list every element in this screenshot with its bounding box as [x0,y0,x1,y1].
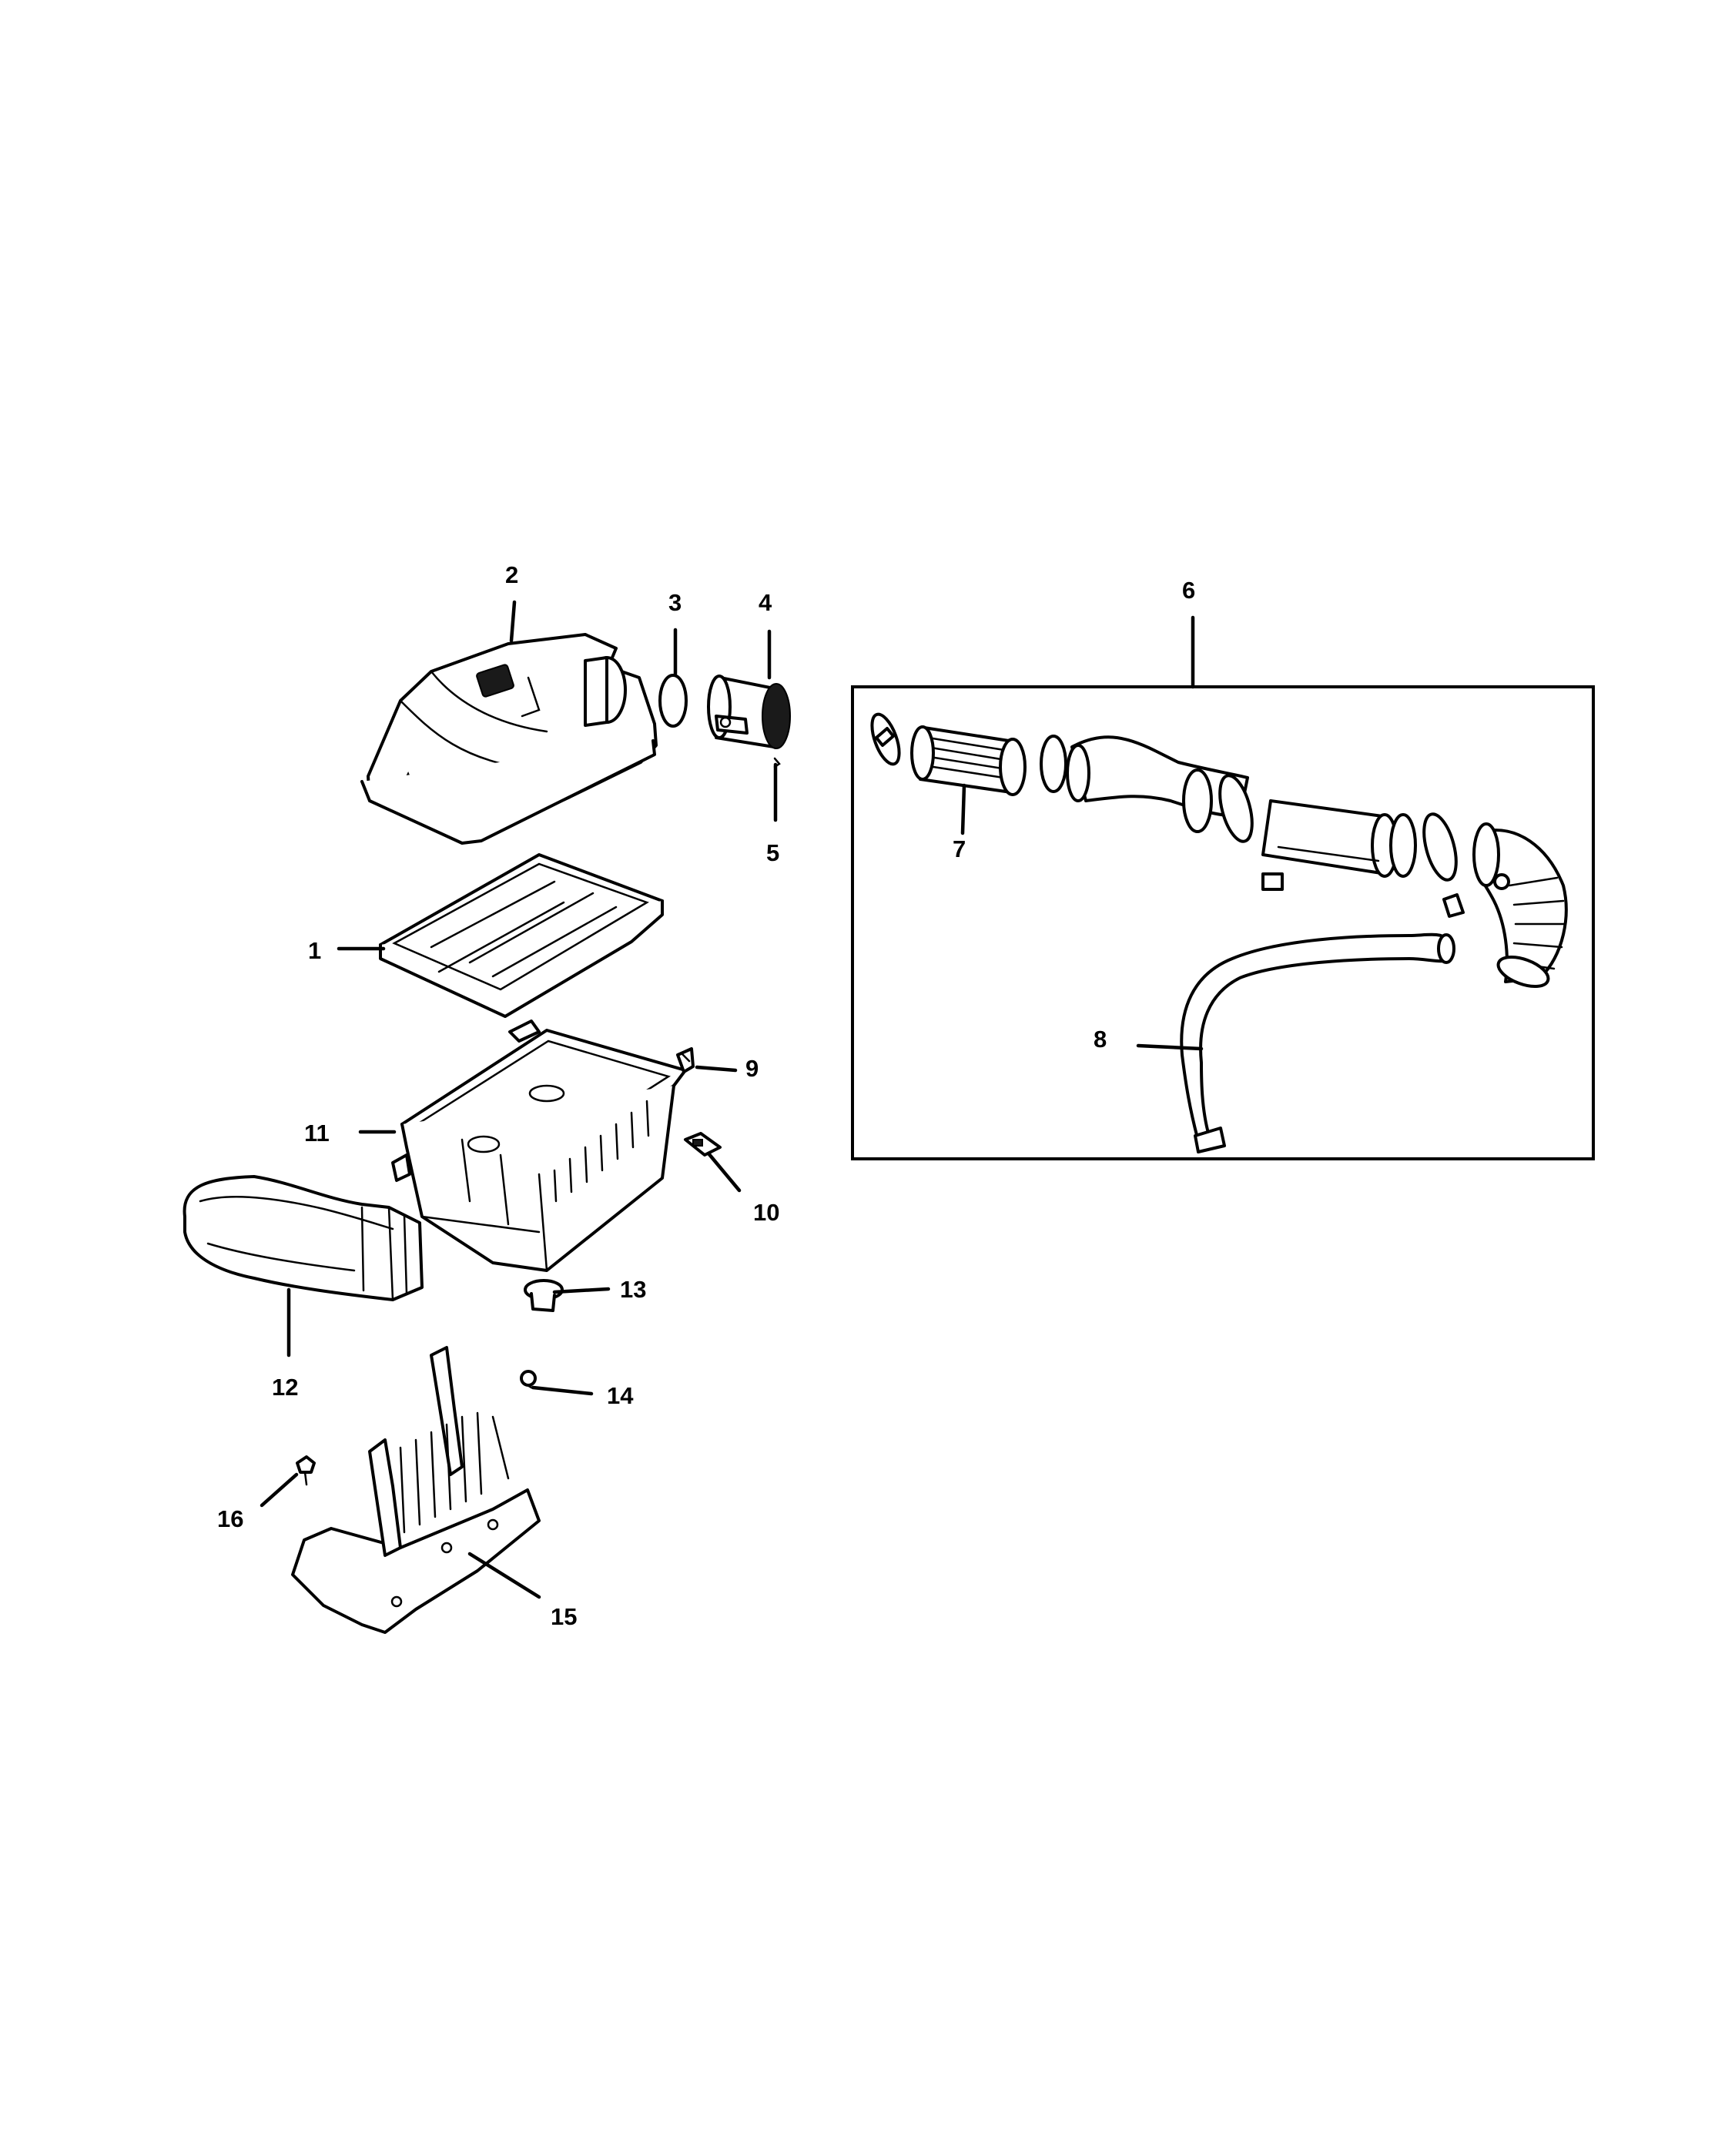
push-pin [520,1370,537,1389]
callout-12: 12 [272,1374,298,1401]
leader-lines [260,600,1204,1599]
intake-duct-assembly [870,712,1568,989]
callout-4: 4 [759,589,772,616]
callout-13: 13 [620,1276,646,1303]
callout-16: 16 [217,1505,243,1532]
o-ring [658,674,688,728]
grommet [524,1279,564,1312]
callout-8: 8 [1094,1026,1107,1053]
air-box-bracket [291,1346,541,1634]
callouts: 1 2 3 4 5 6 7 8 9 10 11 12 13 14 15 16 [217,561,1195,1630]
callout-9: 9 [745,1055,759,1082]
assembly-6-frame [851,685,1595,1160]
retainer [684,1132,722,1157]
callout-15: 15 [551,1603,577,1630]
callout-2: 2 [505,561,518,588]
callout-10: 10 [753,1199,779,1226]
callout-14: 14 [607,1382,634,1409]
callout-5: 5 [766,839,779,866]
callout-7: 7 [953,835,966,862]
callout-11: 11 [304,1120,330,1147]
vent-hose [1180,932,1455,1153]
callout-3: 3 [668,589,682,616]
mass-air-flow-sensor [707,675,791,749]
callout-6: 6 [1182,577,1195,604]
bolt [296,1455,316,1486]
air-box-lower [391,1019,687,1272]
air-filter-element [379,853,664,1018]
callout-1: 1 [308,937,321,964]
air-cleaner-cover [360,633,658,845]
clip [676,1047,695,1073]
air-inlet-duct [183,1175,424,1301]
